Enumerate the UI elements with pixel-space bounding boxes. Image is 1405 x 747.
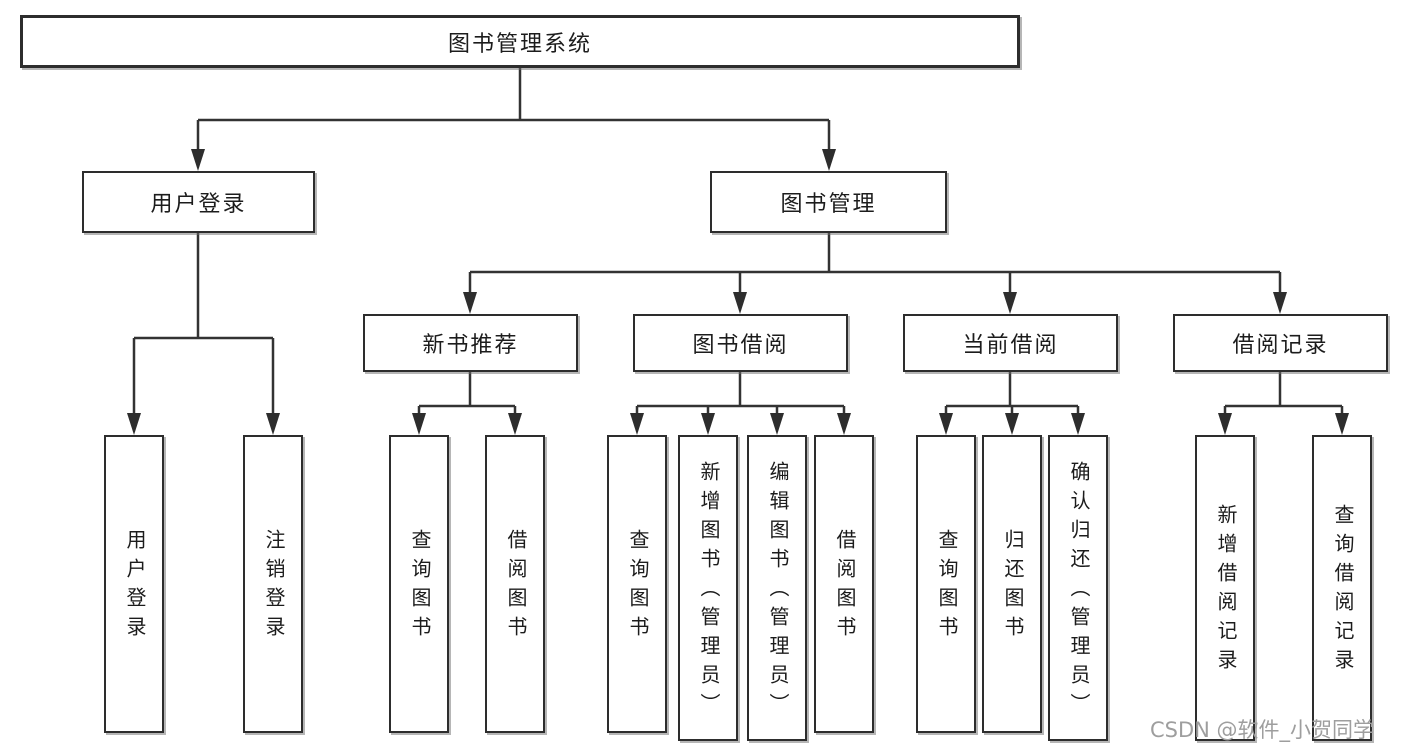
node-current-borrow: 当前借阅 bbox=[903, 314, 1118, 372]
connector-current-borrow-to-leaves bbox=[944, 372, 1080, 417]
leaf-current-return-books: 归还图书 bbox=[982, 435, 1042, 733]
leaf-records-query-record: 查询借阅记录 bbox=[1312, 435, 1372, 741]
leaf-borrow-query-books: 查询图书 bbox=[607, 435, 667, 733]
node-library-system: 图书管理系统 bbox=[20, 15, 1020, 68]
csdn-watermark: CSDN @软件_小贺同学 bbox=[1150, 718, 1375, 742]
leaf-records-add-record: 新增借阅记录 bbox=[1195, 435, 1255, 741]
leaf-logout: 注销登录 bbox=[243, 435, 303, 733]
node-book-management: 图书管理 bbox=[710, 171, 947, 233]
leaf-newbook-borrow-books: 借阅图书 bbox=[485, 435, 545, 733]
node-user-login: 用户登录 bbox=[82, 171, 315, 233]
leaf-current-query-books: 查询图书 bbox=[916, 435, 976, 733]
leaf-newbook-query-books: 查询图书 bbox=[389, 435, 449, 733]
connector-root-to-level2 bbox=[196, 68, 831, 153]
arrowheads bbox=[127, 149, 1349, 435]
node-new-book-recommend: 新书推荐 bbox=[363, 314, 578, 372]
node-book-borrow: 图书借阅 bbox=[633, 314, 848, 372]
leaf-user-login: 用户登录 bbox=[104, 435, 164, 733]
leaf-borrow-borrow-books: 借阅图书 bbox=[814, 435, 874, 733]
connector-new-book-to-leaves bbox=[417, 372, 517, 417]
connector-user-login-to-leaves bbox=[132, 233, 275, 417]
node-borrow-records: 借阅记录 bbox=[1173, 314, 1388, 372]
leaf-borrow-edit-books-admin: 编辑图书（管理员） bbox=[747, 435, 807, 741]
connector-book-borrow-to-leaves bbox=[635, 372, 846, 417]
connector-borrow-records-to-leaves bbox=[1223, 372, 1344, 417]
connector-book-management-to-level3 bbox=[468, 233, 1282, 296]
leaf-current-confirm-return-admin: 确认归还（管理员） bbox=[1048, 435, 1108, 741]
leaf-borrow-add-books-admin: 新增图书（管理员） bbox=[678, 435, 738, 741]
